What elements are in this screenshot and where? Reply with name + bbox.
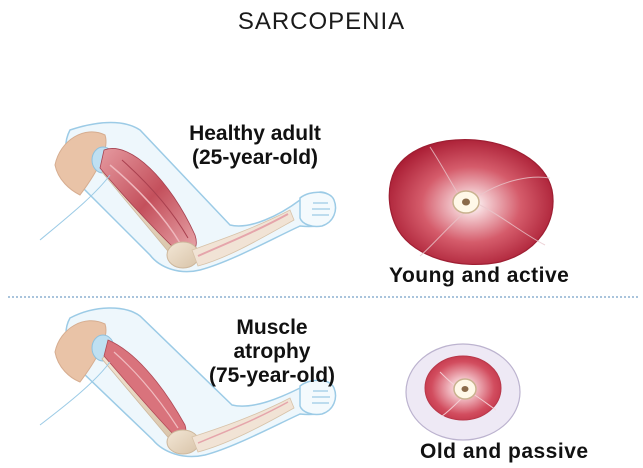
muscle-atrophy-label-line3: (75-year-old) xyxy=(192,364,352,388)
muscle-atrophy-label-line1: Muscle xyxy=(192,316,352,340)
healthy-adult-label-line1: Healthy adult xyxy=(155,122,355,146)
healthy-muscle-cross-section xyxy=(389,140,553,265)
old-passive-caption: Old and passive xyxy=(420,440,589,464)
atrophy-muscle-cross-section xyxy=(406,344,520,440)
healthy-adult-label-line2: (25-year-old) xyxy=(155,146,355,170)
muscle-atrophy-label-line2: atrophy xyxy=(192,340,352,364)
muscle-atrophy-label: Muscle atrophy (75-year-old) xyxy=(192,316,352,388)
section-divider xyxy=(8,296,638,298)
healthy-adult-label: Healthy adult (25-year-old) xyxy=(155,122,355,170)
young-active-caption: Young and active xyxy=(389,264,569,288)
